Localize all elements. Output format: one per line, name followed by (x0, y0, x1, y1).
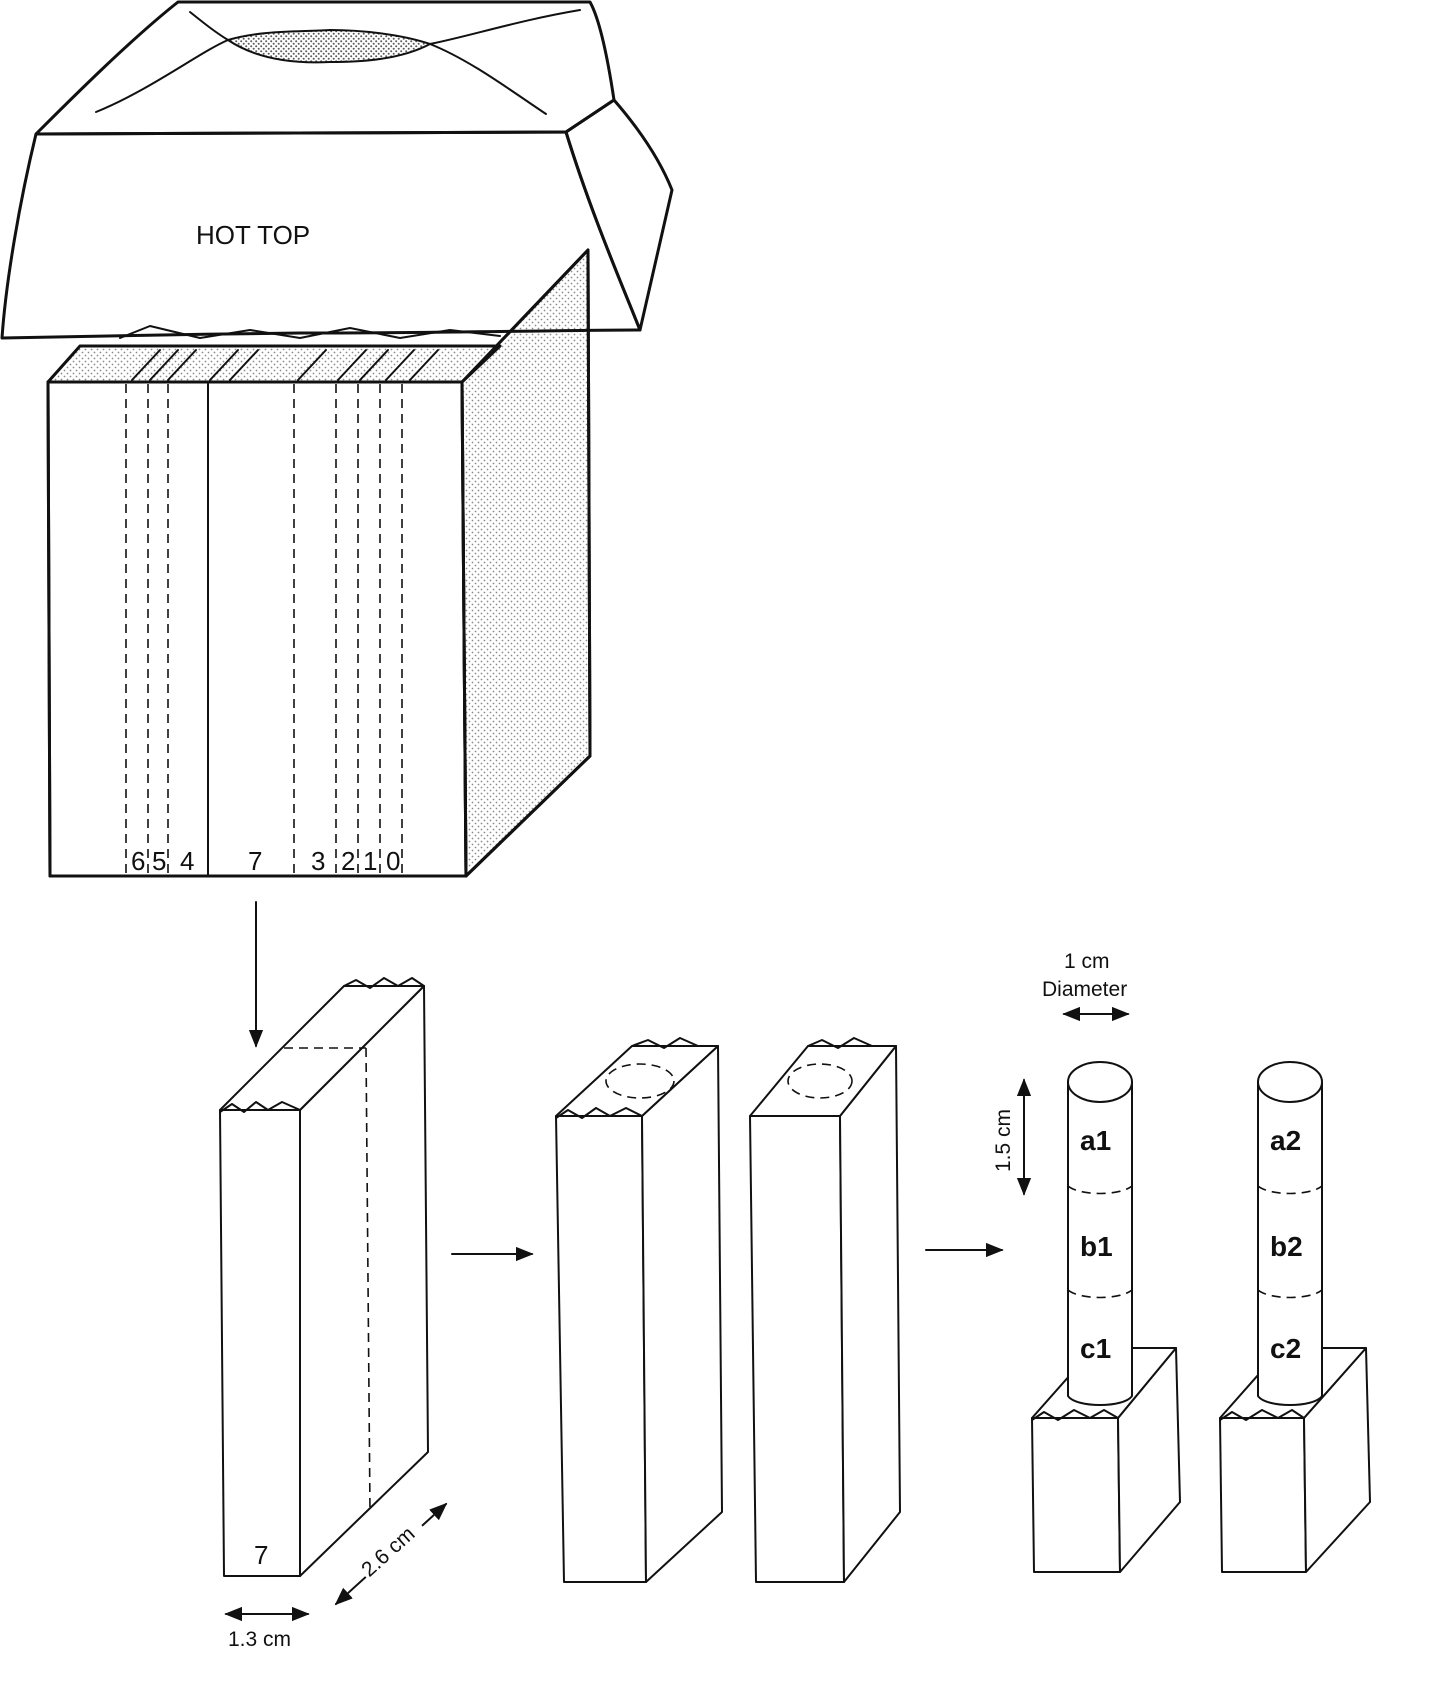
segment-label-b1: b1 (1080, 1231, 1113, 1262)
core-cylinder-1 (1067, 1081, 1133, 1406)
strip-label-4: 4 (180, 846, 194, 876)
segment-label-c2: c2 (1270, 1333, 1301, 1364)
hot-top-label: HOT TOP (196, 220, 310, 250)
ingot-top-face (46, 344, 502, 384)
ingot-side-face (460, 248, 592, 878)
core-outline-2 (787, 1063, 853, 1099)
core-specimen-2: a2 b2 c2 (1219, 1061, 1371, 1573)
strip-bar-7: 7 1.3 cm 2.6 cm (219, 977, 448, 1651)
top-face-hatching (131, 349, 439, 381)
hot-top-upper-surface (34, 0, 616, 136)
height-dimension-label: 1.5 cm (992, 1109, 1015, 1172)
strip-label-3: 3 (311, 846, 325, 876)
bar-front-face (219, 1109, 301, 1577)
hot-top-side-face (564, 98, 674, 332)
hot-top: HOT TOP (0, 0, 674, 340)
strip-label-1: 1 (363, 846, 377, 876)
segment-label-a1: a1 (1080, 1125, 1111, 1156)
strip-label-7: 7 (248, 846, 262, 876)
strip-label-2: 2 (341, 846, 355, 876)
core-outline-1 (605, 1063, 675, 1099)
core-specimen-1: a1 b1 c1 1 cm Diameter 1.5 cm (992, 950, 1181, 1573)
diameter-word-label: Diameter (1042, 978, 1127, 1001)
ingot: 6 5 4 7 3 2 1 0 (46, 248, 592, 878)
block-1 (555, 1037, 723, 1583)
ingot-center-zone (126, 384, 410, 874)
segment-label-a2: a2 (1270, 1125, 1301, 1156)
strip-label-0: 0 (386, 846, 400, 876)
segment-label-b2: b2 (1270, 1231, 1303, 1262)
shrinkage-cavity (225, 28, 433, 64)
block-2 (749, 1037, 901, 1583)
strip-label-6: 6 (131, 846, 145, 876)
bar-label-7: 7 (254, 1540, 268, 1570)
strip-dividers (125, 384, 403, 874)
core-cylinder-2 (1257, 1081, 1323, 1406)
segment-label-c1: c1 (1080, 1333, 1111, 1364)
width-dimension-label: 1.3 cm (228, 1628, 291, 1651)
diameter-value-label: 1 cm (1064, 950, 1110, 973)
strip-label-5: 5 (152, 846, 166, 876)
